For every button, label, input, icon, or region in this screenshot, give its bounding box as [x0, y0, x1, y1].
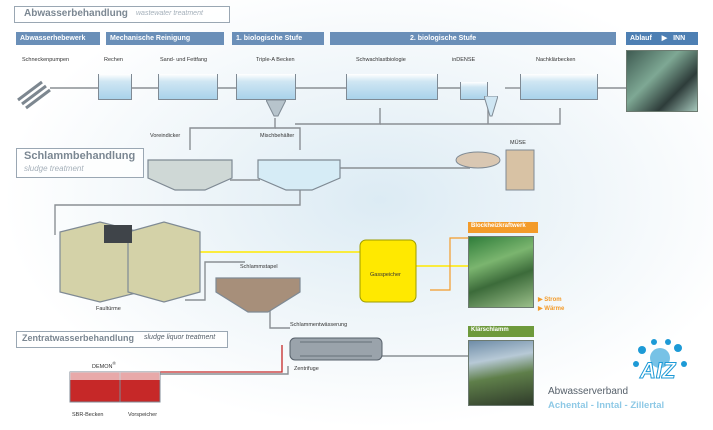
label-faultuerme: Faultürme [96, 306, 121, 312]
tank-triple-a [236, 74, 296, 100]
tank-rechen [98, 74, 132, 100]
photo-klaerschlamm [468, 340, 534, 406]
centrate-subtitle: sludge liquor treatment [144, 334, 216, 341]
photo-bhkw [468, 236, 534, 308]
stage-abwasserhebewerk: Abwasserhebewerk [16, 32, 100, 45]
label-sand-fettfang: Sand- und Fettfang [160, 57, 208, 63]
label-rechen: Rechen [104, 57, 123, 63]
centrate-title-box [16, 331, 228, 348]
waerme-arrow-icon: ▶ [538, 306, 543, 312]
label-nachklaerbecken: Nachklärbecken [536, 57, 576, 63]
label-mischbehaelter: Mischbehälter [260, 133, 295, 139]
tank-sand-fettfang [158, 74, 218, 100]
label-schlammentwaesserung: Schlammentwässerung [290, 322, 348, 328]
sludge-subtitle: sludge treatment [24, 164, 84, 173]
label-zentrifuge: Zentrifuge [294, 366, 319, 372]
output-strom: ▶ Strom [538, 296, 562, 303]
label-schwachlastbiologie: Schwachlastbiologie [356, 57, 406, 63]
stage-ablauf: Ablauf ▶ INN [626, 32, 698, 45]
logo-regions: Achental - Inntal - Zillertal [548, 400, 665, 411]
photo-ablauf [626, 50, 698, 112]
tank-schwachlast [346, 74, 438, 100]
sludge-title: Schlammbehandlung [24, 150, 136, 162]
ablauf-label: Ablauf [630, 35, 652, 42]
label-schlammstapel: Schlammstapel [240, 264, 278, 270]
waerme-label: Wärme [544, 306, 565, 312]
label-sbr: SBR-Becken [72, 412, 104, 418]
title-box [14, 6, 230, 23]
sludge-title-box [16, 148, 144, 178]
label-gasspeicher: Gasspeicher [370, 272, 401, 278]
ablauf-arrow-icon: ▶ [661, 35, 668, 42]
page-title: Abwasserbehandlung [24, 8, 128, 19]
label-demon: DEMON® [92, 361, 116, 370]
hopper-triple-a [266, 100, 286, 117]
logo-mark: AIZ [639, 358, 676, 384]
centrate-title: Zentratwasserbehandlung [22, 333, 135, 343]
aiz-logo-splash [633, 339, 687, 368]
demon-registered-mark: ® [112, 361, 116, 366]
label-vorspeicher: Vorspeicher [128, 412, 158, 418]
output-waerme: ▶ Wärme [538, 305, 564, 312]
tank-indense [460, 82, 488, 100]
label-indense: inDENSE [452, 57, 476, 63]
page-subtitle: wastewater treatment [136, 10, 203, 17]
logo-org: Abwasserverband [548, 386, 629, 397]
stage-zweite-biologische-stufe: 2. biologische Stufe [330, 32, 616, 45]
strom-arrow-icon: ▶ [538, 297, 543, 303]
stage-erste-biologische-stufe: 1. biologische Stufe [232, 32, 324, 45]
bhkw-label: Blockheizkraftwerk [468, 222, 538, 233]
label-muese: MÜSE [510, 140, 526, 146]
tank-nachklaer [520, 74, 598, 100]
label-schneckenpumpen: Schneckenpumpen [22, 57, 70, 63]
strom-label: Strom [544, 297, 562, 303]
label-triple-a: Triple-A Becken [256, 57, 295, 63]
demon-name: DEMON [92, 363, 113, 370]
label-voreindicker: Voreindicker [150, 133, 181, 139]
cyclone-indense [484, 96, 498, 117]
ablauf-river: INN [673, 35, 686, 42]
stage-mechanische-reinigung: Mechanische Reinigung [106, 32, 224, 45]
klaerschlamm-label: Klärschlamm [468, 326, 534, 337]
